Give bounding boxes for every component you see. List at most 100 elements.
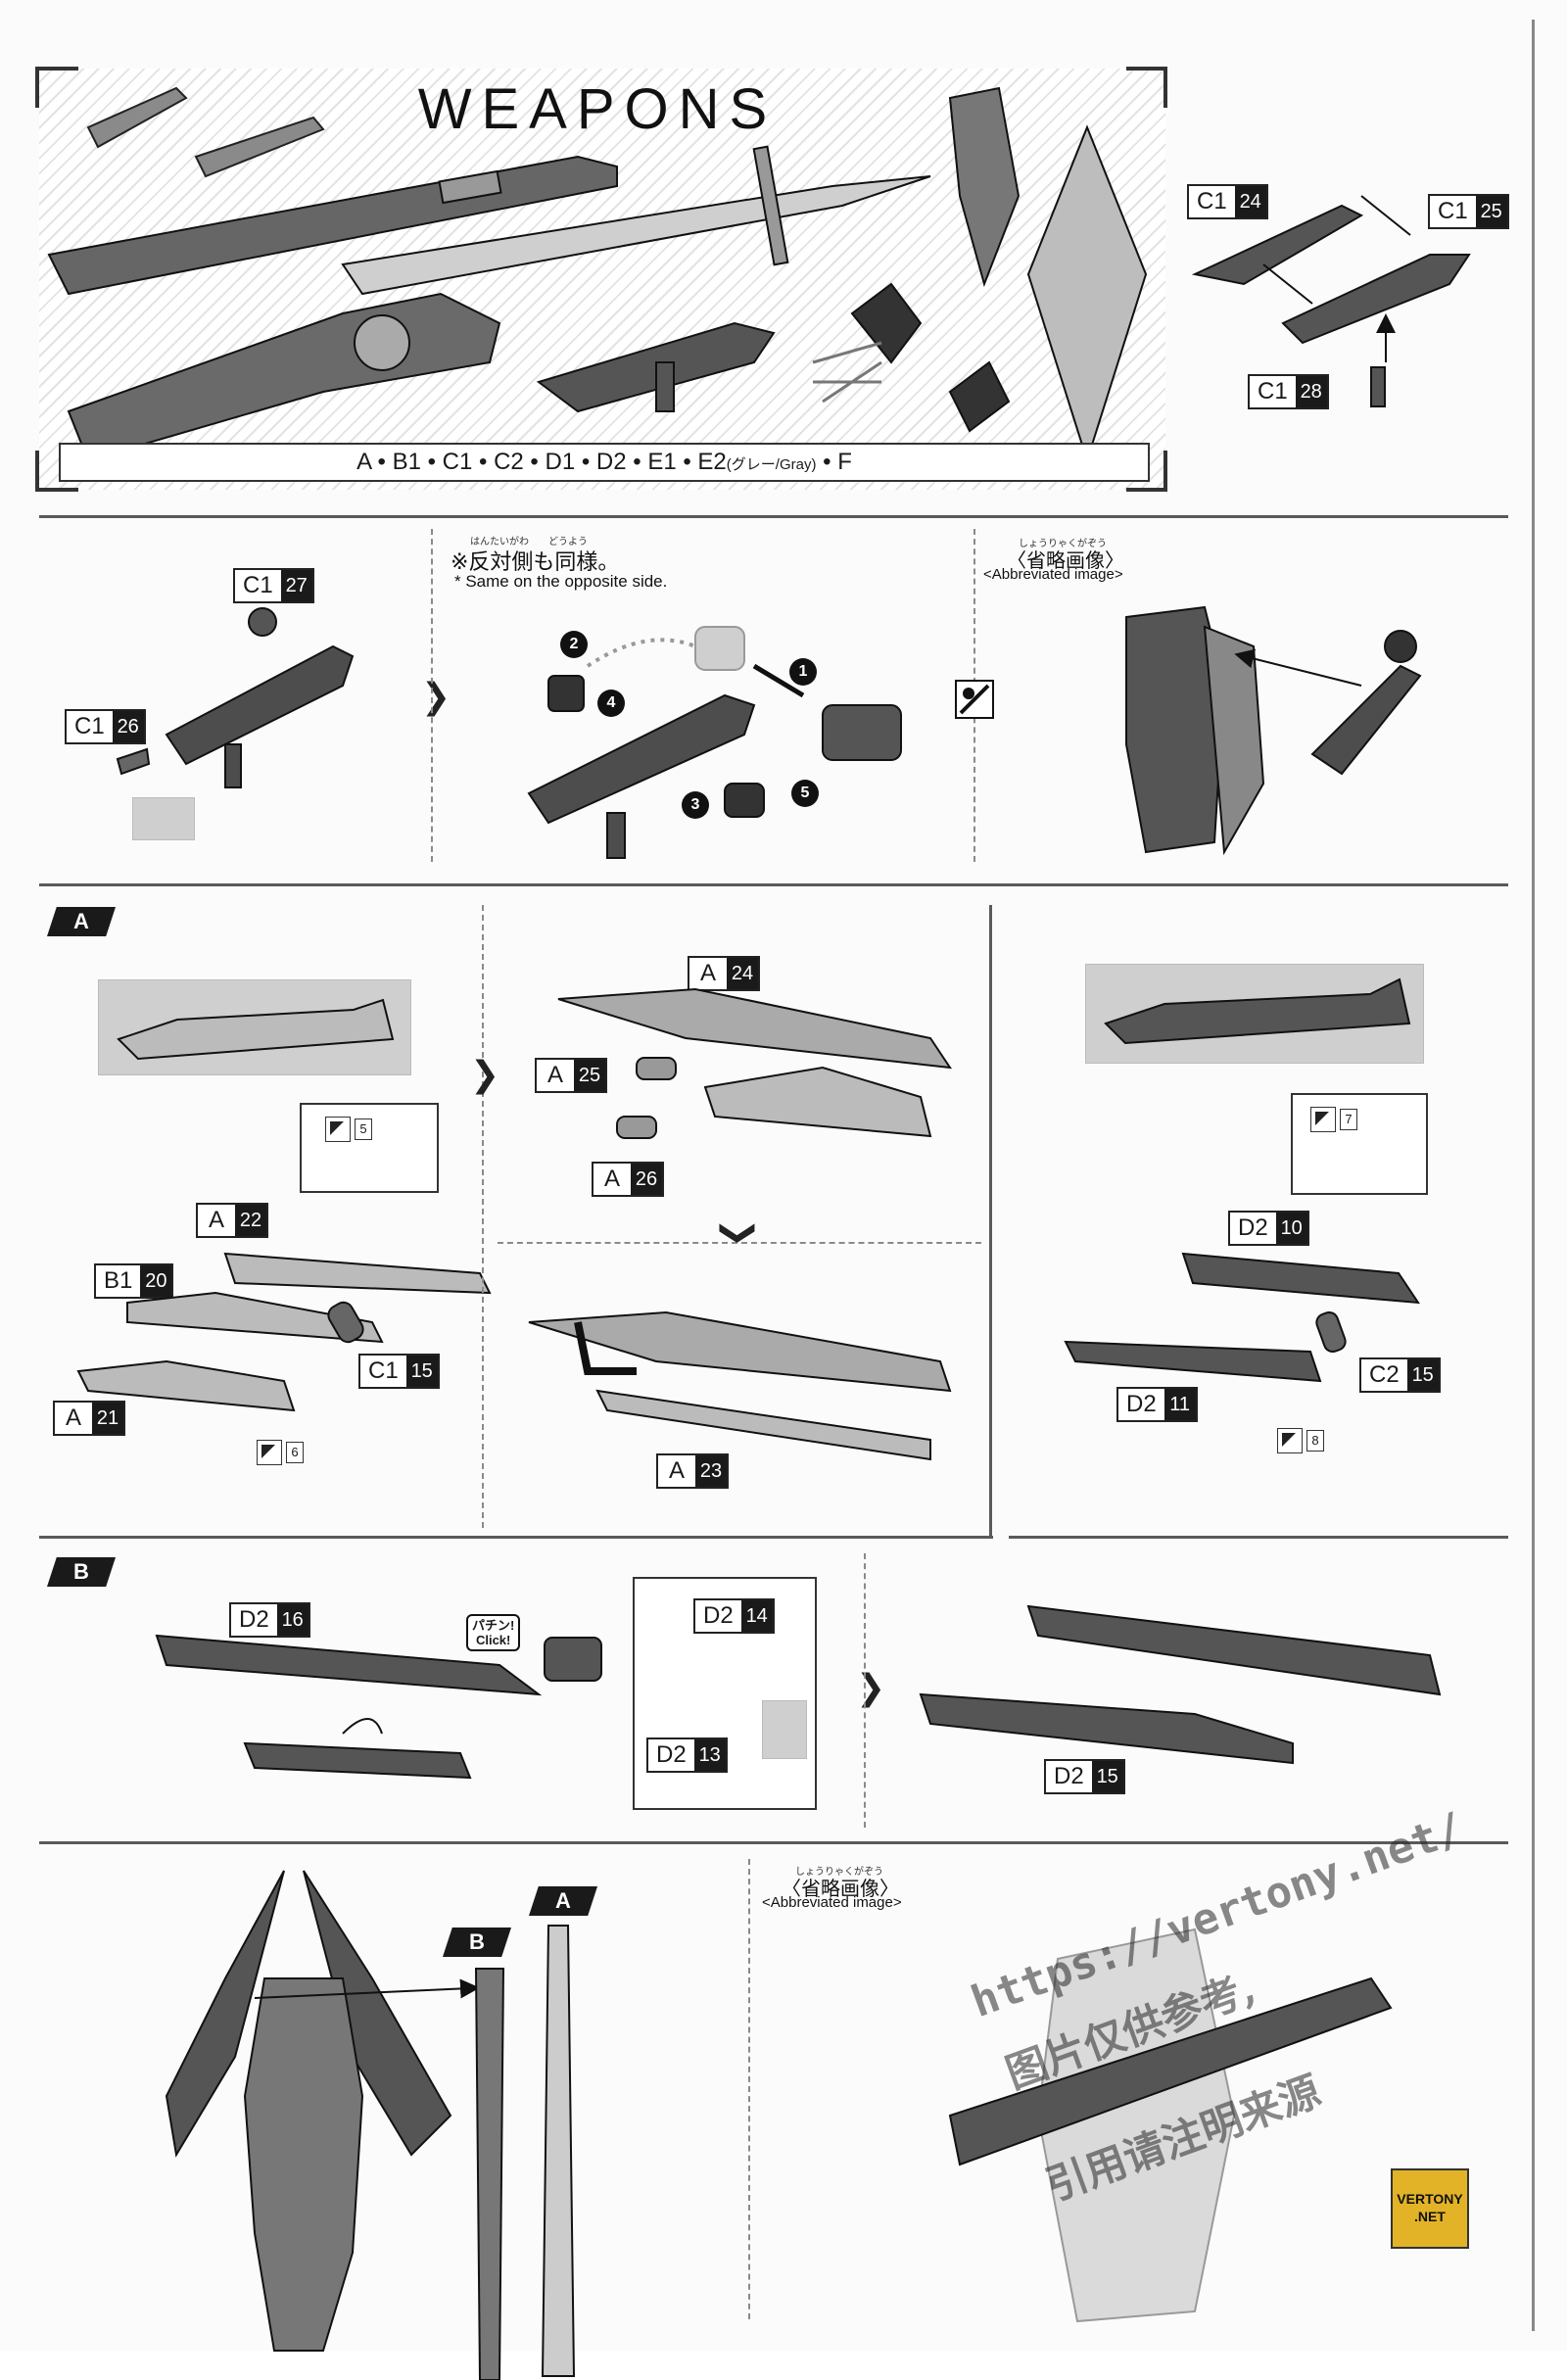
cut-mark-5: 5 — [325, 1117, 372, 1142]
cut-mark-number: 5 — [355, 1119, 372, 1140]
part-a-badge: A — [529, 1886, 597, 1916]
part-tag-number: 14 — [740, 1600, 773, 1632]
click-sound-label: パチン! Click! — [466, 1614, 521, 1651]
sword-assembly-art — [557, 987, 953, 1139]
divider — [39, 1841, 1508, 1844]
runner-list-main: A • B1 • C1 • C2 • D1 • D2 • E1 • E2 — [356, 449, 727, 475]
runner-list: A • B1 • C1 • C2 • D1 • D2 • E1 • E2(グレー… — [59, 443, 1150, 482]
part-tag-letter: A — [668, 1457, 685, 1484]
part-tag-d2-16: D2 16 — [229, 1602, 310, 1638]
part-b-weapon-art — [474, 1968, 505, 2380]
runner-list-gray-note: (グレー/Gray) — [726, 456, 817, 473]
part-tag-number: 15 — [1406, 1359, 1439, 1391]
cut-mark-number: 8 — [1306, 1430, 1324, 1452]
dashed-divider — [482, 905, 484, 1528]
weapons-overview-art — [47, 86, 1148, 464]
nub-cut-icon — [257, 1440, 282, 1465]
part-b-exploded-art — [155, 1634, 543, 1780]
completed-part-preview — [98, 979, 411, 1075]
nub-cut-icon — [325, 1117, 351, 1142]
abbr-jp: 〈省略画像〉 — [782, 1879, 899, 1900]
part-b-badge: B — [443, 1928, 511, 1957]
detail-inset — [132, 797, 195, 840]
dashed-divider — [748, 1859, 750, 2319]
completed-part-preview — [1085, 964, 1424, 1064]
part-b-assembled-art — [919, 1604, 1442, 1765]
part-tag-number: 16 — [276, 1604, 309, 1636]
detail-callout-box: 5 — [300, 1103, 439, 1193]
part-tag-number: 15 — [1091, 1761, 1123, 1792]
abbr-ruby: しょうりゃくがぞう — [1019, 539, 1107, 549]
next-step-arrow: ❯ — [421, 676, 451, 716]
abbr-en: <Abbreviated image> — [762, 1894, 902, 1911]
click-label-en: Click! — [475, 1633, 511, 1647]
runner-list-tail: • F — [816, 449, 852, 475]
part-tag-a-25: A 25 — [535, 1058, 607, 1093]
hand-assembly-art — [527, 626, 902, 859]
page-right-edge — [1532, 20, 1535, 2331]
part-tag-c1-26: C1 26 — [65, 709, 146, 744]
sword-assembled-art — [528, 1310, 952, 1461]
mounted-weapon-art — [948, 1928, 1393, 2323]
dashed-divider — [431, 529, 433, 862]
part-tag-letter: C1 — [368, 1357, 399, 1384]
dashed-divider — [864, 1553, 866, 1828]
divider — [1009, 1536, 1508, 1539]
part-tag-letter: C1 — [74, 713, 105, 739]
part-tag-d2-15: D2 15 — [1044, 1759, 1125, 1794]
part-tag-letter: B1 — [104, 1267, 133, 1294]
part-tag-number: 24 — [1234, 186, 1266, 217]
part-tag-number: 20 — [140, 1265, 172, 1297]
part-tag-number: 25 — [574, 1060, 605, 1091]
part-tag-letter: C1 — [1258, 378, 1288, 405]
part-tag-number: 26 — [112, 711, 144, 742]
part-tag-letter: C1 — [1438, 198, 1468, 224]
part-tag-c1-24: C1 24 — [1187, 184, 1268, 219]
cut-mark-7: 7 — [1310, 1107, 1357, 1132]
part-tag-letter: D2 — [1126, 1391, 1157, 1417]
next-step-arrow: ❯ — [856, 1667, 886, 1707]
part-tag-number: 27 — [280, 570, 312, 601]
part-tag-letter: A — [699, 960, 716, 986]
part-tag-letter: D2 — [239, 1606, 269, 1633]
detail-inset — [762, 1700, 807, 1759]
logo-line-2: .NET — [1414, 2209, 1446, 2224]
part-tag-letter: D2 — [1054, 1763, 1084, 1789]
next-step-arrow-down: ❯ — [720, 1217, 761, 1249]
divider — [39, 515, 1508, 518]
rifle-assembly-art — [1191, 195, 1471, 407]
click-label-jp: パチン! — [472, 1618, 515, 1633]
part-tag-c1-27: C1 27 — [233, 568, 314, 603]
nub-cut-icon — [1310, 1107, 1336, 1132]
part-tag-number: 11 — [1163, 1389, 1196, 1420]
part-tag-letter: C1 — [1197, 188, 1227, 214]
abbr-en: <Abbreviated image> — [983, 566, 1123, 583]
part-tag-letter: D2 — [656, 1741, 687, 1768]
section-b-badge: B — [47, 1557, 116, 1587]
page-title: WEAPONS — [417, 77, 778, 141]
part-tag-letter: C1 — [243, 572, 273, 598]
note-ruby: はんたいがわ どうよう — [470, 537, 588, 547]
part-tag-number: 25 — [1475, 196, 1507, 227]
part-tag-letter: A — [603, 1166, 620, 1192]
part-tag-letter: A — [65, 1404, 81, 1431]
part-tag-letter: A — [546, 1062, 563, 1088]
part-tag-number: 22 — [235, 1205, 266, 1236]
part-tag-number: 28 — [1295, 376, 1327, 407]
mobile-suit-back-art — [165, 1870, 480, 2352]
part-d2-exploded-art — [1064, 1252, 1420, 1383]
abbr-ruby: しょうりゃくがぞう — [795, 1867, 883, 1878]
part-tag-number: 15 — [405, 1356, 438, 1387]
detail-callout-box: 7 — [1291, 1093, 1428, 1195]
